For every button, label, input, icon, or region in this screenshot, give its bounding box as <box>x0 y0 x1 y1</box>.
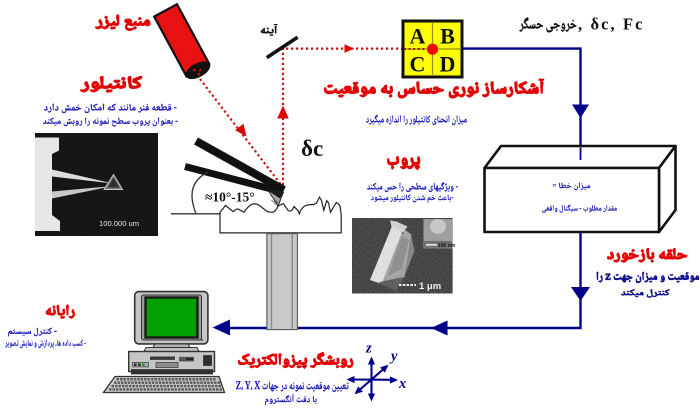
svg-text:≈10°-15°: ≈10°-15° <box>205 190 255 205</box>
svg-text:y: y <box>389 349 398 365</box>
svg-text:δc: δc <box>301 136 323 161</box>
svg-text:B: B <box>440 24 455 49</box>
svg-text:1 μm: 1 μm <box>419 281 441 292</box>
svg-text:D: D <box>440 52 456 77</box>
svg-text:100.000 um: 100.000 um <box>99 219 139 228</box>
svg-text:, δc, Fc: , δc, Fc <box>578 15 643 34</box>
svg-text:A: A <box>410 24 426 49</box>
svg-text:100 nm: 100 nm <box>438 243 456 249</box>
svg-text:x: x <box>398 376 406 392</box>
svg-text:C: C <box>410 52 426 77</box>
svg-text:z: z <box>365 341 372 357</box>
